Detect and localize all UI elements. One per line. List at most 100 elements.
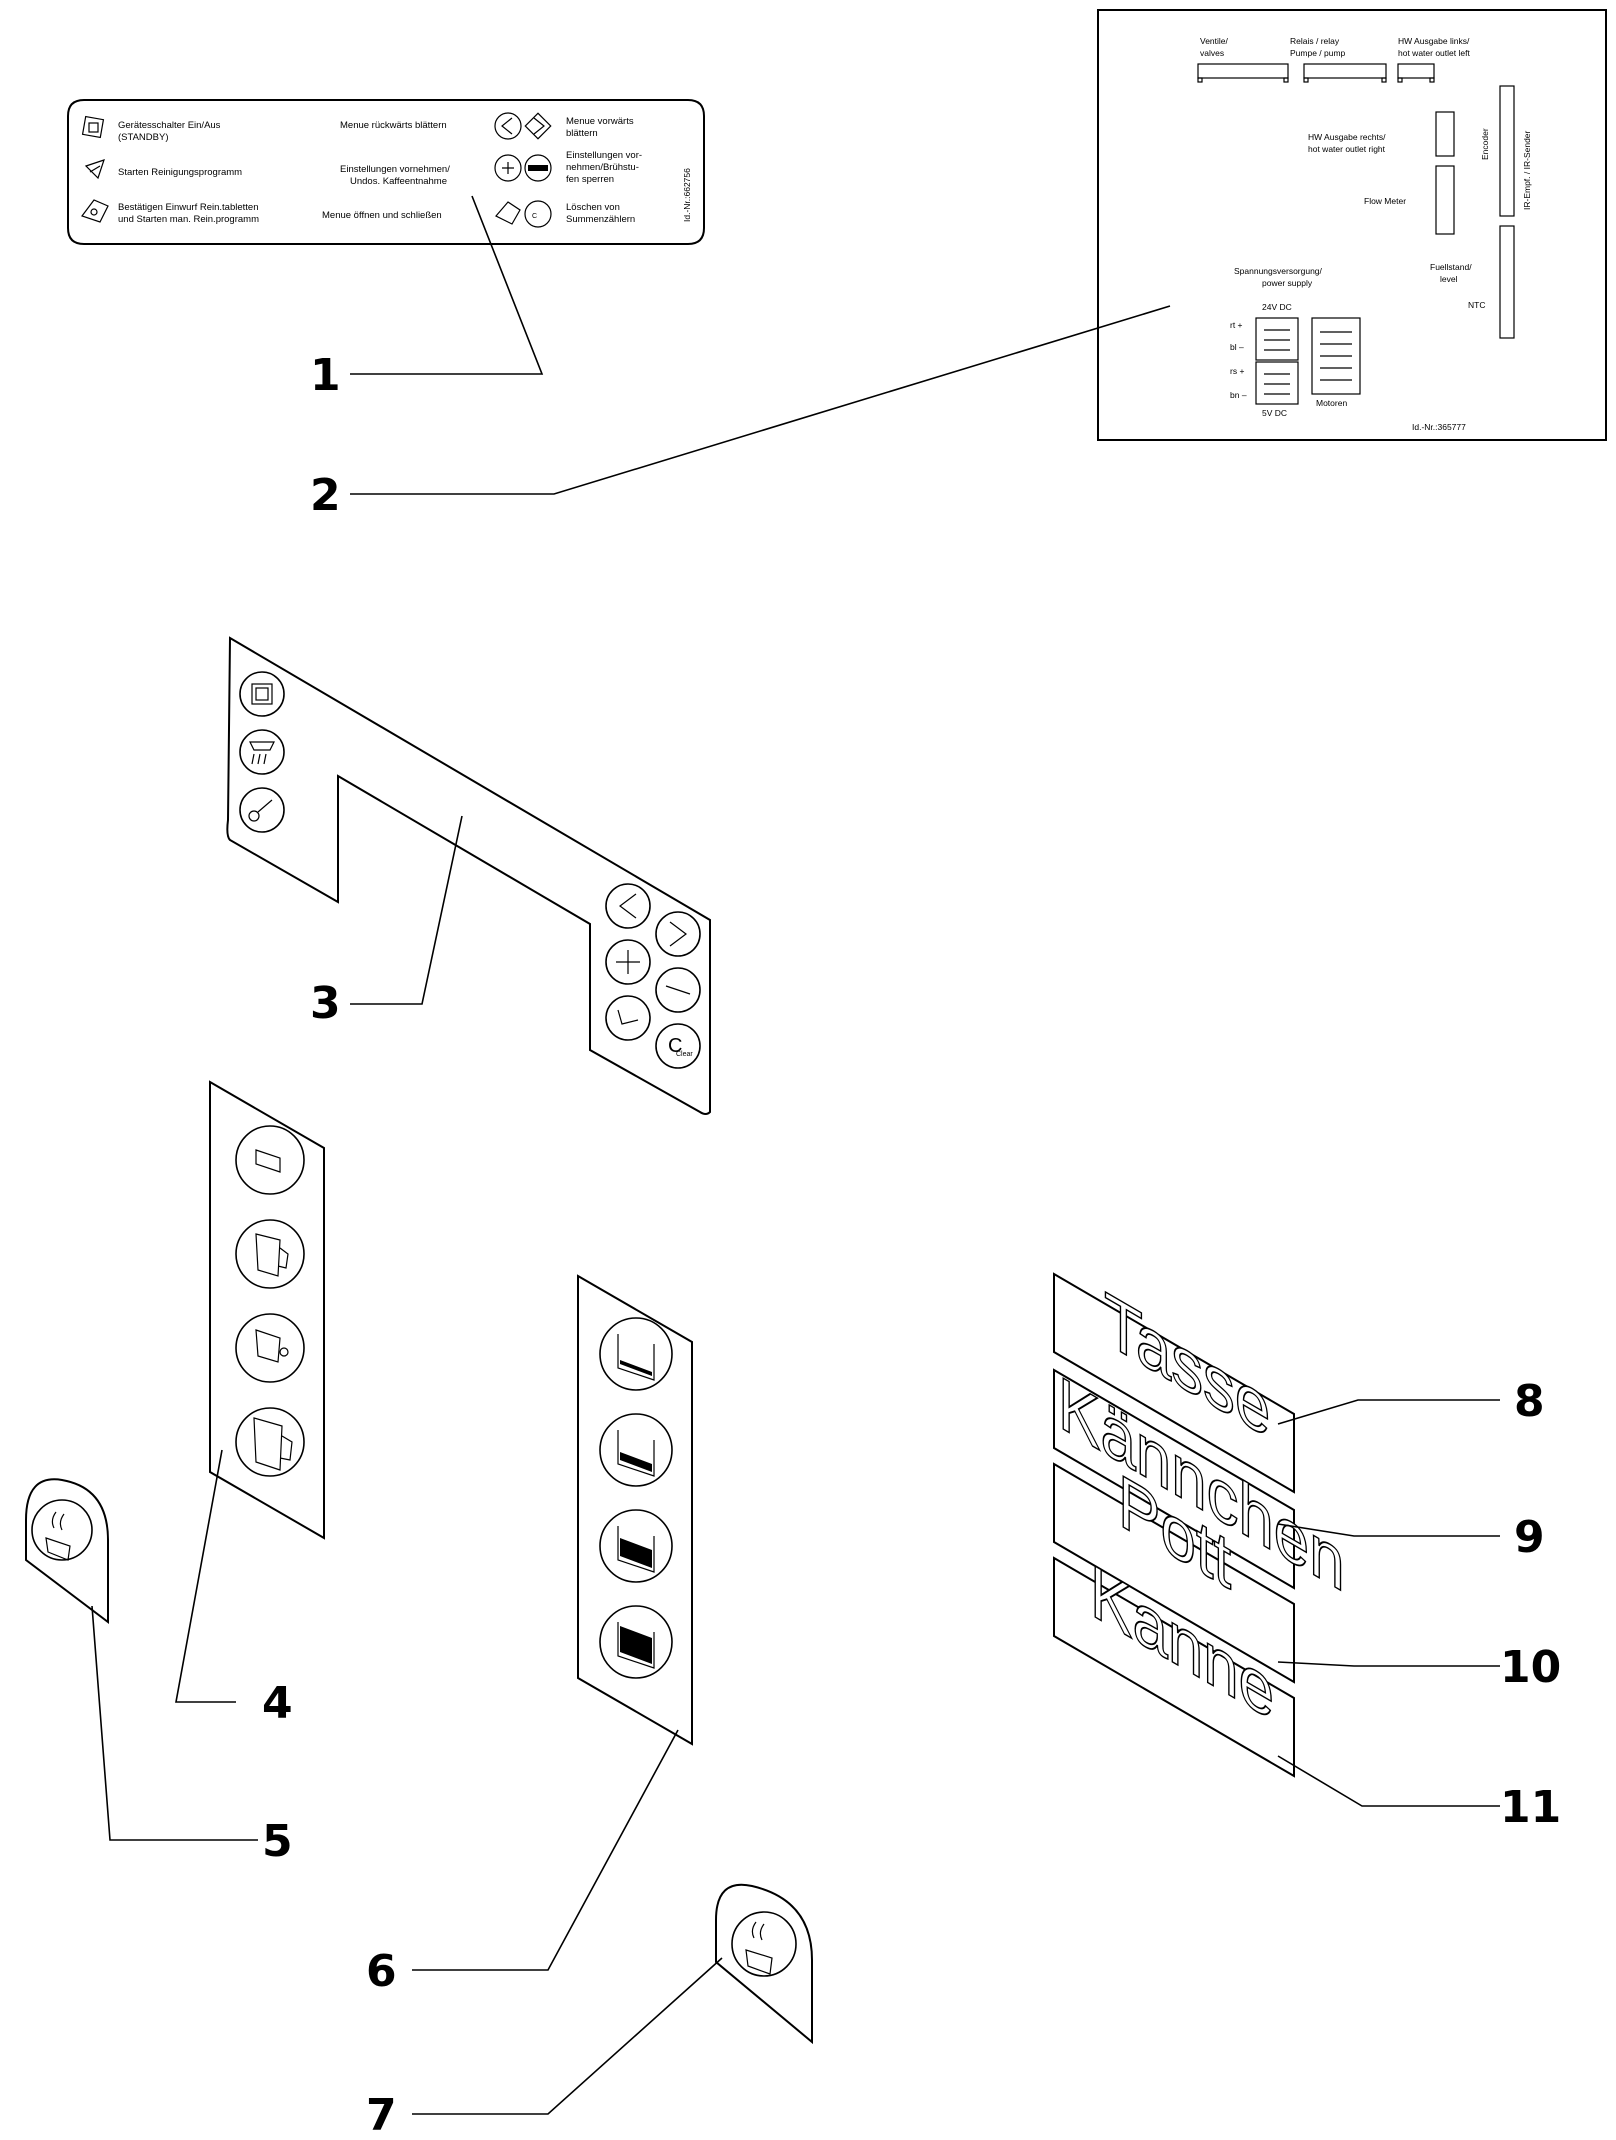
- label-confirm-2: und Starten man. Rein.programm: [118, 214, 259, 225]
- connector-flow-meter: [1435, 165, 1455, 235]
- connector-valves: [1197, 63, 1289, 83]
- return-button-icon: [605, 995, 651, 1041]
- part-7-steam-badge: [715, 1883, 813, 2045]
- leader-10: [1277, 1661, 1500, 1667]
- label-reset-1: Löschen von: [566, 202, 620, 213]
- return-icon: [495, 201, 521, 225]
- label-menu-back: Menue rückwärts blättern: [340, 120, 447, 131]
- part-4-size-foil: [209, 1080, 325, 1540]
- leader-3: [350, 815, 463, 1005]
- confirm-tablet-icon: [81, 199, 109, 223]
- label-24v: 24V DC: [1262, 302, 1292, 312]
- connector-motors: [1311, 317, 1361, 395]
- chevron-right-button-icon: [655, 911, 701, 957]
- svg-text:C: C: [532, 213, 537, 220]
- leader-2: [350, 305, 1171, 495]
- callout-6: 6: [366, 1946, 397, 1997]
- label-power-1: Spannungsversorgung/: [1234, 266, 1323, 276]
- leader-5: [91, 1605, 258, 1841]
- mug-icon: [235, 1313, 305, 1383]
- callout-3: 3: [310, 978, 341, 1029]
- label-lock-3: fen sperren: [566, 174, 614, 185]
- standby-button-icon: [239, 671, 285, 717]
- chevron-left-icon: [494, 112, 522, 140]
- part-1-label-strip: Gerätesschalter Ein/Aus (STANDBY) Starte…: [67, 99, 705, 245]
- label-flow-meter: Flow Meter: [1364, 196, 1406, 206]
- connector-5v: [1255, 361, 1299, 405]
- label-hw-right-2: hot water outlet right: [1308, 144, 1386, 154]
- jug-small-icon: [235, 1219, 305, 1289]
- connector-hw-right: [1435, 111, 1455, 157]
- label-valves-1: Ventile/: [1200, 36, 1229, 46]
- label-board-id: Id.-Nr.:365777: [1412, 422, 1466, 432]
- label-settings-1: Einstellungen vornehmen/: [340, 164, 450, 175]
- connector-encoder: [1499, 85, 1515, 217]
- leader-6: [412, 1729, 679, 1971]
- steam-mug-icon: [745, 1921, 773, 1975]
- leader-lines: [91, 195, 1500, 2115]
- callout-7: 7: [366, 2090, 397, 2140]
- chevron-right-icon: [524, 112, 552, 140]
- plus-icon: [494, 154, 522, 182]
- leader-4: [175, 1449, 236, 1703]
- minus-button-icon: [655, 967, 701, 1013]
- label-menu-forward-2: blättern: [566, 128, 598, 139]
- callout-2: 2: [310, 470, 341, 521]
- label-confirm-1: Bestätigen Einwurf Rein.tabletten: [118, 202, 258, 213]
- cleaning-icon: [84, 159, 105, 180]
- standby-icon: [81, 115, 105, 139]
- label-relay-1: Relais / relay: [1290, 36, 1340, 46]
- label-lock-2: nehmen/Brühstu-: [566, 162, 639, 173]
- label-settings-2: Undos. Kaffeentnahme: [350, 176, 447, 187]
- strength-2-icon: [599, 1413, 673, 1487]
- label-standby-2: (STANDBY): [118, 132, 169, 143]
- leader-8: [1277, 1399, 1500, 1425]
- callout-9: 9: [1514, 1512, 1545, 1563]
- label-valves-2: valves: [1200, 48, 1224, 58]
- label-pin-rs: rs +: [1230, 366, 1244, 376]
- part-10-plate: Pott: [1053, 1456, 1295, 1684]
- label-pin-bl: bl –: [1230, 342, 1244, 352]
- label-hw-left-1: HW Ausgabe links/: [1398, 36, 1470, 46]
- callout-8: 8: [1514, 1376, 1545, 1427]
- clear-button-label: Clear: [676, 1051, 693, 1058]
- leader-11: [1277, 1755, 1500, 1807]
- callout-4: 4: [262, 1678, 293, 1729]
- label-cleaning: Starten Reinigungsprogramm: [118, 167, 242, 178]
- chevron-left-button-icon: [605, 883, 651, 929]
- part-3-control-foil: C Clear: [226, 636, 711, 1115]
- callout-5: 5: [262, 1816, 293, 1867]
- connector-relay: [1303, 63, 1387, 83]
- strength-4-icon: [599, 1605, 673, 1679]
- label-hw-left-2: hot water outlet left: [1398, 48, 1470, 58]
- steam-cup-icon: [45, 1511, 71, 1561]
- label-menu-forward-1: Menue vorwärts: [566, 116, 634, 127]
- label-power-2: power supply: [1262, 278, 1313, 288]
- label-pin-bn: bn –: [1230, 390, 1247, 400]
- label-lock-1: Einstellungen vor-: [566, 150, 642, 161]
- callout-numbers: 1 2 3 4 5 6 7 8 9 10 11: [262, 350, 1561, 2140]
- label-strip-id: Id.-Nr.:662756: [682, 168, 692, 222]
- cleaning-button-icon: [239, 729, 285, 775]
- label-reset-2: Summenzählern: [566, 214, 635, 225]
- part-6-strength-foil: [577, 1274, 693, 1746]
- part-5-steam-badge: [25, 1478, 109, 1625]
- label-level-1: Fuellstand/: [1430, 262, 1472, 272]
- label-motors: Motoren: [1316, 398, 1347, 408]
- label-encoder: Encoder: [1480, 128, 1490, 160]
- plus-button-icon: [605, 939, 651, 985]
- connector-ir: [1499, 225, 1515, 339]
- tablet-button-icon: [239, 787, 285, 833]
- strength-3-icon: [599, 1509, 673, 1583]
- connector-hw-left: [1397, 63, 1435, 83]
- label-level-2: level: [1440, 274, 1458, 284]
- cup-small-icon: [235, 1125, 305, 1195]
- label-ir: IR-Empf. / IR-Sender: [1522, 130, 1532, 210]
- part-2-board-label: Ventile/ valves Relais / relay Pumpe / p…: [1097, 9, 1607, 441]
- svg-text:C: C: [668, 1035, 682, 1057]
- minus-icon: [524, 154, 552, 182]
- callout-10: 10: [1500, 1642, 1561, 1693]
- callout-11: 11: [1500, 1782, 1561, 1833]
- label-5v: 5V DC: [1262, 408, 1287, 418]
